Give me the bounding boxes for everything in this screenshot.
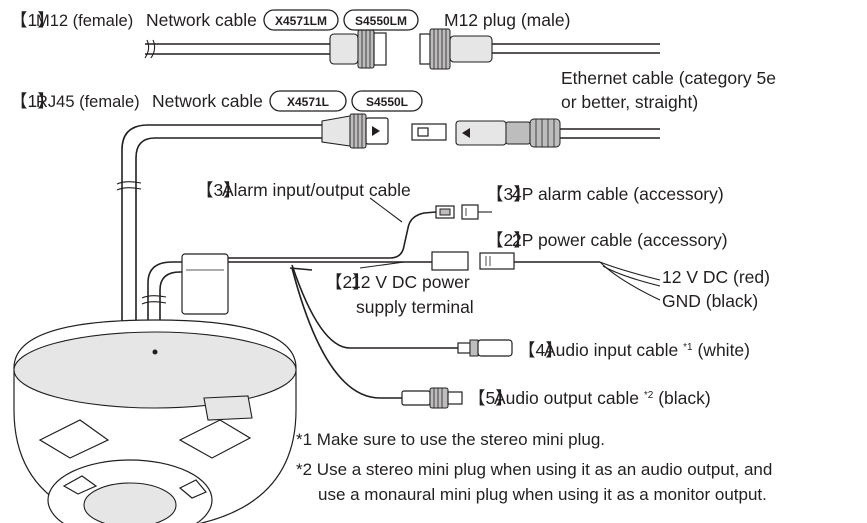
footnote-2-line1: *2 Use a stereo mini plug when using it … bbox=[296, 460, 772, 479]
model-badge bbox=[269, 90, 347, 112]
model-badge-text: S4550LM bbox=[355, 14, 407, 28]
label-m12-row: 【1】 M12 (female) Network cable X4571LM S… bbox=[10, 9, 570, 31]
label-bracket-num: 【4】 bbox=[518, 340, 563, 360]
label-audio-in: 【4】 Audio input cable *1 (white) bbox=[518, 340, 750, 360]
m12-plug-label: M12 plug (male) bbox=[444, 10, 570, 30]
camera-dome-icon bbox=[13, 253, 297, 523]
rj45-connector-icon bbox=[321, 113, 389, 149]
model-badge-text: X4571L bbox=[287, 95, 329, 109]
footnotes: *1 Make sure to use the stereo mini plug… bbox=[296, 430, 772, 504]
label-ethernet: Ethernet cable (category 5e or better, s… bbox=[561, 68, 776, 112]
footnote-2-line2: use a monaural mini plug when using it a… bbox=[318, 485, 767, 504]
label-rj45-row: 【1】 RJ45 (female) Network cable X4571L S… bbox=[10, 90, 423, 112]
m12-socket-label: M12 (female) bbox=[36, 12, 133, 30]
label-bracket-num: 【5】 bbox=[468, 388, 513, 408]
mini-plug-output-icon bbox=[401, 387, 463, 409]
footnote-1: *1 Make sure to use the stereo mini plug… bbox=[296, 430, 605, 449]
wire-red-label: 12 V DC (red) bbox=[662, 267, 770, 287]
model-badge-text: S4550L bbox=[366, 95, 408, 109]
dc-terminal-label-line2: supply terminal bbox=[356, 297, 474, 317]
rj45-socket-label: RJ45 (female) bbox=[36, 93, 140, 111]
label-bracket-num: 【2】 bbox=[325, 272, 370, 292]
mini-plug-icon bbox=[457, 339, 513, 357]
wire-black-label: GND (black) bbox=[662, 291, 758, 311]
label-bracket-num: 【1】 bbox=[10, 10, 55, 30]
model-badge-text: X4571LM bbox=[275, 14, 327, 28]
label-alarm-io: 【3】 Alarm input/output cable bbox=[196, 180, 411, 200]
model-badge bbox=[351, 90, 423, 112]
ethernet-label-line2: or better, straight) bbox=[561, 92, 698, 112]
ethernet-label-line1: Ethernet cable (category 5e bbox=[561, 68, 776, 88]
label-dc-terminal: 【2】 12 V DC power supply terminal bbox=[325, 272, 474, 317]
model-badge bbox=[343, 9, 419, 31]
m12-plug-icon bbox=[419, 28, 493, 70]
rj45-plug-icon bbox=[411, 118, 561, 148]
cable-routes bbox=[116, 39, 661, 399]
dc-terminal-icon bbox=[431, 251, 515, 271]
label-bracket-num: 【3】 bbox=[486, 184, 531, 204]
label-power-2p: 【2】 2P power cable (accessory) bbox=[486, 230, 728, 250]
label-bracket-num: 【2】 bbox=[486, 230, 531, 250]
dc-terminal-label-line1: 12 V DC power bbox=[351, 272, 470, 292]
audio-in-label: Audio input cable *1 (white) bbox=[544, 340, 750, 360]
power-2p-label: 2P power cable (accessory) bbox=[512, 230, 728, 250]
label-audio-out: 【5】 Audio output cable *2 (black) bbox=[468, 388, 711, 408]
alarm-4p-label: 4P alarm cable (accessory) bbox=[512, 184, 724, 204]
audio-out-label: Audio output cable *2 (black) bbox=[494, 388, 711, 408]
m12-connector-icon bbox=[329, 29, 387, 69]
network-cable-label: Network cable bbox=[152, 91, 263, 111]
model-badge bbox=[263, 9, 339, 31]
alarm-io-label: Alarm input/output cable bbox=[222, 180, 411, 200]
label-bracket-num: 【1】 bbox=[10, 91, 55, 111]
label-wires: 12 V DC (red) GND (black) bbox=[662, 267, 770, 311]
alarm-connector-icon bbox=[435, 204, 492, 220]
label-bracket-num: 【3】 bbox=[196, 180, 241, 200]
network-cable-label: Network cable bbox=[146, 10, 257, 30]
label-alarm-4p: 【3】 4P alarm cable (accessory) bbox=[486, 184, 724, 204]
